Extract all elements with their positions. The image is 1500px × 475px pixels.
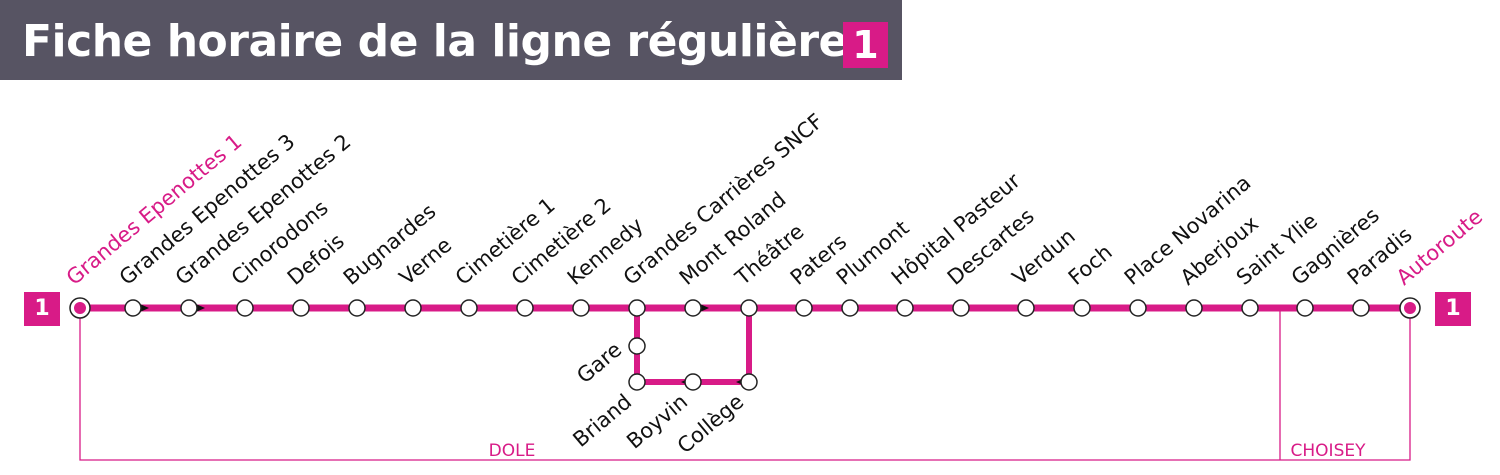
stop-marker [404, 299, 422, 317]
stop-marker [795, 299, 813, 317]
stop-marker [952, 299, 970, 317]
branch-stop-marker [740, 373, 758, 391]
stop-marker [1073, 299, 1091, 317]
branch-route-line [634, 308, 752, 385]
stop-marker [684, 299, 702, 317]
branch-stop-marker [628, 373, 646, 391]
line-badge-left: 1 [24, 292, 60, 326]
direction-arrow [196, 304, 205, 312]
branch-stop-marker [628, 337, 646, 355]
stop-marker [740, 299, 758, 317]
stop-marker [1185, 299, 1203, 317]
stop-marker [348, 299, 366, 317]
branch-stop-marker [684, 373, 702, 391]
stop-marker [1296, 299, 1314, 317]
stop-marker [572, 299, 590, 317]
direction-arrow [700, 304, 709, 312]
page-title: Fiche horaire de la ligne régulière [22, 16, 848, 67]
stop-marker [896, 299, 914, 317]
branch-stop-label: Gare [572, 337, 626, 388]
terminus-stop-dot [74, 302, 86, 314]
zone-label: CHOISEY [1291, 441, 1367, 461]
stop-marker [1017, 299, 1035, 317]
stop-marker [628, 299, 646, 317]
stop-marker [841, 299, 859, 317]
zone-bracket [79, 318, 1411, 461]
stop-marker [124, 299, 142, 317]
stop-marker [180, 299, 198, 317]
stop-marker [1129, 299, 1147, 317]
branch-stop-label: Briand [568, 389, 636, 451]
stop-marker [236, 299, 254, 317]
stop-marker [1241, 299, 1259, 317]
direction-arrow [140, 304, 149, 312]
zone-label: DOLE [489, 441, 536, 461]
stop-marker [516, 299, 534, 317]
title-bar: Fiche horaire de la ligne régulière 1 [0, 0, 902, 80]
stop-marker [1352, 299, 1370, 317]
stop-marker [460, 299, 478, 317]
line-badge-right: 1 [1435, 292, 1471, 326]
stop-marker [292, 299, 310, 317]
title-line-badge: 1 [843, 22, 888, 68]
terminus-stop-dot [1404, 302, 1416, 314]
